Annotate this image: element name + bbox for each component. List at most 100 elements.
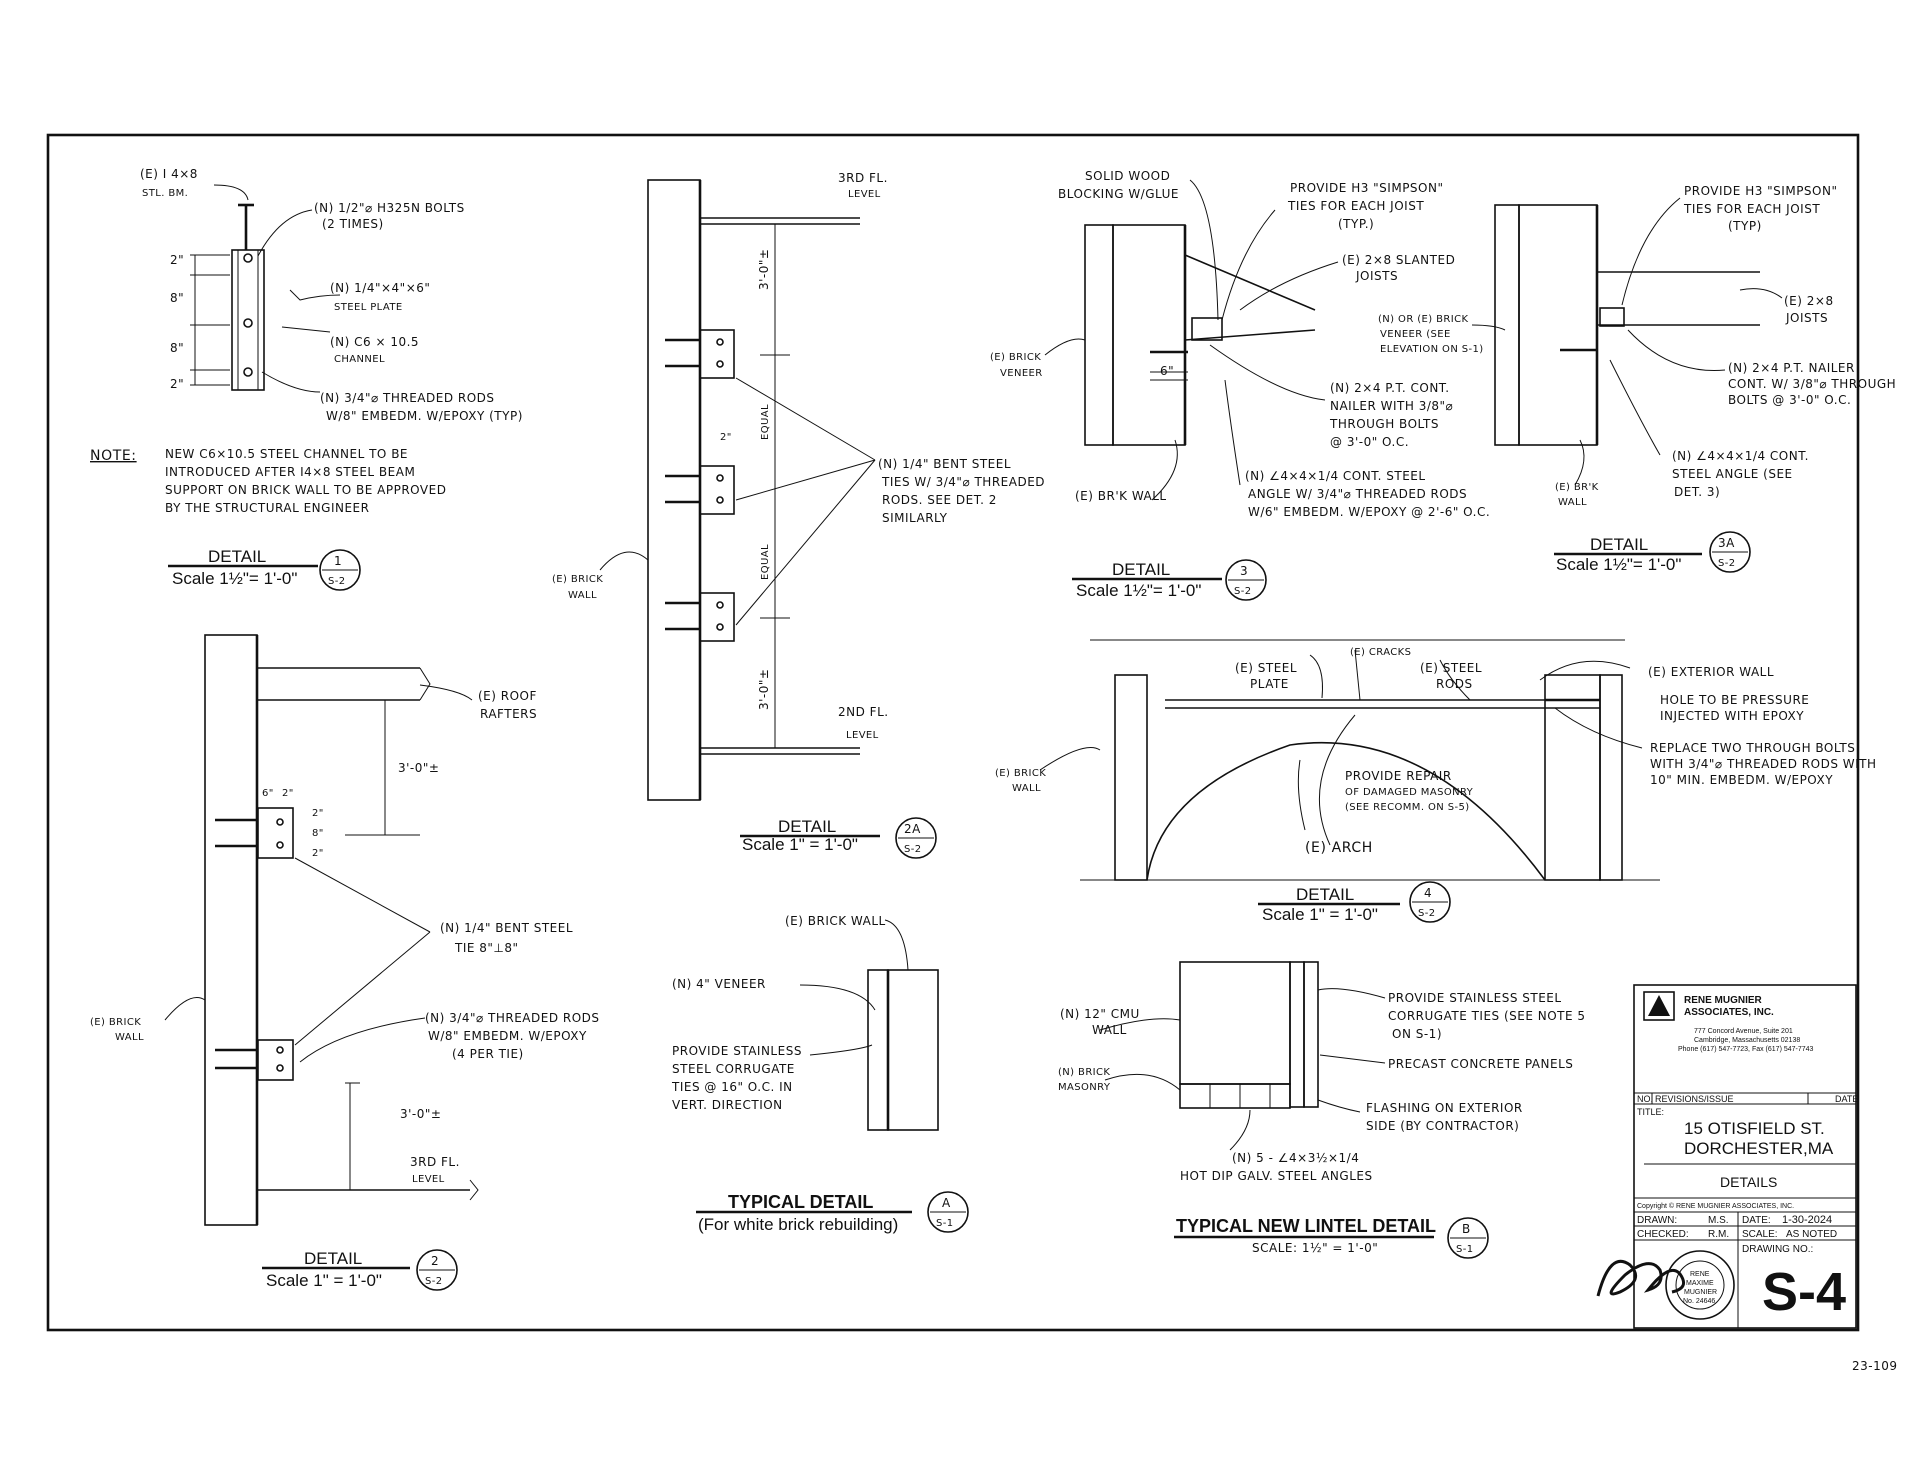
- seal-line-1: RENE: [1690, 1271, 1710, 1278]
- d1-dim-c: 8": [170, 341, 184, 355]
- da-brick: (E) BRICK WALL: [785, 914, 886, 928]
- d3a-sheet: S-2: [1718, 558, 1736, 569]
- d1-dim-d: 2": [170, 377, 184, 391]
- tb-checked-val: R.M.: [1708, 1229, 1729, 1240]
- d1-scale: Scale 1½"= 1'-0": [172, 569, 297, 588]
- tb-drawn-val: M.S.: [1708, 1215, 1729, 1226]
- tb-firm: RENE MUGNIER: [1684, 995, 1763, 1006]
- d3a-wall: (E) BR'K: [1555, 482, 1599, 493]
- d2a-level-top-b: LEVEL: [848, 189, 881, 200]
- db-masonry: (N) BRICK: [1058, 1067, 1110, 1078]
- d1-note-2: INTRODUCED AFTER I4×8 STEEL BEAM: [165, 465, 415, 479]
- d4-sheet: S-2: [1418, 908, 1436, 919]
- seal-line-3: MUGNIER: [1684, 1289, 1717, 1296]
- d2-scale: Scale 1" = 1'-0": [266, 1271, 382, 1290]
- da-sheet: S-1: [936, 1218, 954, 1229]
- d3-angle: (N) ∠4×4×1/4 CONT. STEEL: [1245, 469, 1426, 483]
- d3-blocking-b: BLOCKING W/GLUE: [1058, 187, 1179, 201]
- d1-dim-b: 8": [170, 291, 184, 305]
- d1-callout-i4x8: (E) I 4×8: [140, 167, 198, 181]
- tb-project-1: 15 OTISFIELD ST.: [1684, 1119, 1825, 1138]
- da-num: A: [942, 1196, 951, 1210]
- d1-callout-channel-b: CHANNEL: [334, 354, 385, 365]
- d2a-sheet: S-2: [904, 844, 922, 855]
- d1-callout-rods-b: W/8" EMBEDM. W/EPOXY (TYP): [326, 409, 523, 423]
- db-angles: (N) 5 - ∠4×3½×1/4: [1232, 1151, 1359, 1165]
- da-veneer: (N) 4" VENEER: [672, 977, 766, 991]
- d2-title: DETAIL: [304, 1249, 362, 1268]
- d3a-joists-b: JOISTS: [1785, 311, 1828, 325]
- da-subtitle: (For white brick rebuilding): [698, 1215, 898, 1234]
- tb-addr-3: Phone (617) 547-7723, Fax (617) 547-7743: [1678, 1046, 1814, 1053]
- d1-note-label: NOTE:: [90, 448, 137, 464]
- db-ties-c: ON S-1): [1392, 1027, 1442, 1041]
- detail-3: SOLID WOOD BLOCKING W/GLUE PROVIDE H3 "S…: [990, 169, 1490, 601]
- d2-rods: (N) 3/4"⌀ THREADED RODS: [425, 1011, 600, 1025]
- d2a-brick: (E) BRICK: [552, 574, 603, 585]
- seal-line-2: MAXIME: [1686, 1280, 1714, 1287]
- d2-num: 2: [431, 1254, 439, 1268]
- d4-plate: (E) STEEL: [1235, 661, 1297, 675]
- da-ties-c: TIES @ 16" O.C. IN: [671, 1080, 793, 1094]
- d4-repair-c: (SEE RECOMM. ON S-5): [1345, 802, 1470, 813]
- d1-callout-plate-b: STEEL PLATE: [334, 302, 403, 313]
- d3-nailer-d: @ 3'-0" O.C.: [1330, 435, 1409, 449]
- db-ties: PROVIDE STAINLESS STEEL: [1388, 991, 1562, 1005]
- tb-date-label: DATE:: [1742, 1215, 1771, 1226]
- d3-blocking: SOLID WOOD: [1085, 169, 1170, 183]
- d3-sheet: S-2: [1234, 586, 1252, 597]
- tb-sheet-name: DETAILS: [1720, 1174, 1777, 1190]
- d2-dim-r2: 8": [312, 828, 324, 839]
- d2-dim-62-b: 2": [282, 788, 294, 799]
- d1-callout-channel: (N) C6 × 10.5: [330, 335, 419, 349]
- tb-drawing-no: S-4: [1762, 1262, 1846, 1322]
- d3-nailer-b: NAILER WITH 3/8"⌀: [1330, 399, 1453, 413]
- title-block: RENE MUGNIER ASSOCIATES, INC. 777 Concor…: [1596, 984, 1858, 1329]
- d3a-angle-c: DET. 3): [1674, 485, 1720, 499]
- d3a-nailer-c: BOLTS @ 3'-0" O.C.: [1728, 393, 1851, 407]
- d3-angle-c: W/6" EMBEDM. W/EPOXY @ 2'-6" O.C.: [1248, 505, 1490, 519]
- d4-brick: (E) BRICK: [995, 768, 1046, 779]
- db-angles-b: HOT DIP GALV. STEEL ANGLES: [1180, 1169, 1373, 1183]
- d4-replace-b: WITH 3/4"⌀ THREADED RODS WITH: [1650, 757, 1877, 771]
- d3-veneer: (E) BRICK: [990, 352, 1041, 363]
- d3a-veneer-b: VENEER (SEE: [1380, 329, 1451, 340]
- db-cmu-b: WALL: [1092, 1023, 1127, 1037]
- d4-replace-c: 10" MIN. EMBEDM. W/EPOXY: [1650, 773, 1833, 787]
- d4-rods-b: RODS: [1436, 677, 1473, 691]
- db-ties-b: CORRUGATE TIES (SEE NOTE 5: [1388, 1009, 1586, 1023]
- d1-dim-a: 2": [170, 253, 184, 267]
- d3-num: 3: [1240, 564, 1248, 578]
- d1-title: DETAIL: [208, 547, 266, 566]
- d1-note-3: SUPPORT ON BRICK WALL TO BE APPROVED: [165, 483, 446, 497]
- d3a-wall-b: WALL: [1558, 497, 1587, 508]
- d1-callout-plate: (N) 1/4"×4"×6": [330, 281, 430, 295]
- db-masonry-b: MASONRY: [1058, 1082, 1111, 1093]
- d1-note-4: BY THE STRUCTURAL ENGINEER: [165, 501, 369, 515]
- d2a-title: DETAIL: [778, 817, 836, 836]
- d2a-scale: Scale 1" = 1'-0": [742, 835, 858, 854]
- tb-col-date: DATE: [1835, 1094, 1858, 1104]
- db-flashing-b: SIDE (BY CONTRACTOR): [1366, 1119, 1519, 1133]
- tb-drawing-label: DRAWING NO.:: [1742, 1244, 1813, 1255]
- d1-callout-rods: (N) 3/4"⌀ THREADED RODS: [320, 391, 495, 405]
- d2a-ties-d: SIMILARLY: [882, 511, 948, 525]
- d3-nailer: (N) 2×4 P.T. CONT.: [1330, 381, 1450, 395]
- d2-roof: (E) ROOF: [478, 689, 537, 703]
- d3a-ties-b: TIES FOR EACH JOIST: [1683, 202, 1820, 216]
- d1-note-1: NEW C6×10.5 STEEL CHANNEL TO BE: [165, 447, 408, 461]
- db-title: TYPICAL NEW LINTEL DETAIL: [1176, 1216, 1436, 1236]
- d2-level: 3RD FL.: [410, 1155, 460, 1169]
- d2a-dim-bot: 3'-0"±: [757, 669, 771, 710]
- d4-arch: (E) ARCH: [1305, 840, 1373, 856]
- d2a-equal-2: EQUAL: [760, 544, 771, 580]
- d3-joists: (E) 2×8 SLANTED: [1342, 253, 1455, 267]
- d1-sheet: S-2: [328, 576, 346, 587]
- tb-firm-b: ASSOCIATES, INC.: [1684, 1007, 1774, 1018]
- d4-plate-b: PLATE: [1250, 677, 1289, 691]
- tb-addr-1: 777 Concord Avenue, Suite 201: [1694, 1028, 1793, 1035]
- d2a-level-bot: 2ND FL.: [838, 705, 889, 719]
- d1-callout-bolts: (N) 1/2"⌀ H325N BOLTS: [314, 201, 465, 215]
- d3-joists-b: JOISTS: [1355, 269, 1398, 283]
- d2-level-b: LEVEL: [412, 1174, 445, 1185]
